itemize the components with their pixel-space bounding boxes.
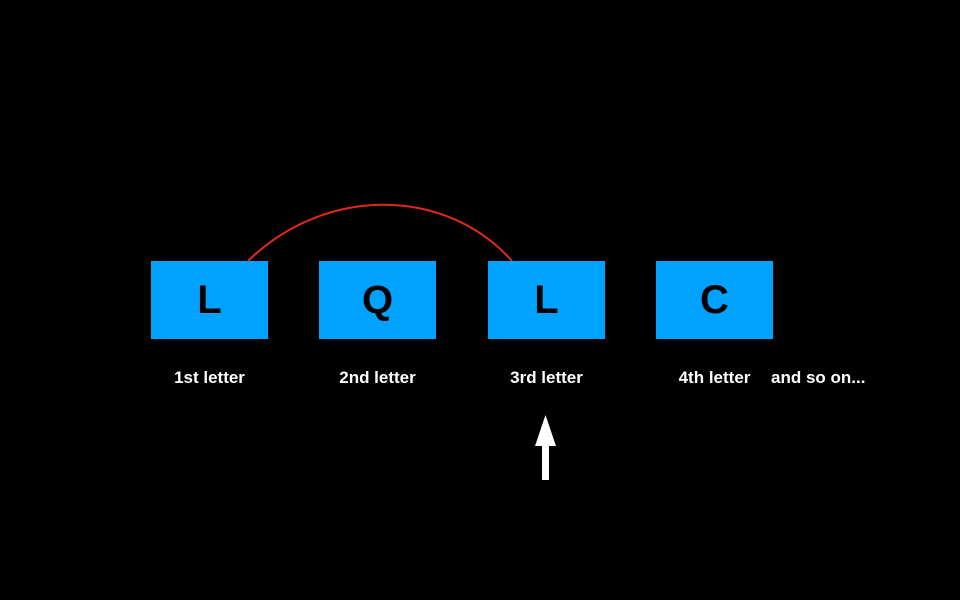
up-arrow-head (535, 415, 556, 446)
letter-box-3: L (488, 261, 605, 339)
letter-box-3-letter: L (534, 278, 559, 322)
up-arrow-icon (535, 415, 556, 480)
letter-caption-4: 4th letter (678, 368, 751, 387)
up-arrow-shaft (542, 440, 549, 480)
letter-box-2: Q (319, 261, 436, 339)
letter-box-4-letter: C (700, 278, 729, 322)
letter-box-1-letter: L (197, 278, 222, 322)
letter-box-1: L (151, 261, 268, 339)
continuation-caption: and so on... (771, 368, 866, 387)
letter-box-4: C (656, 261, 773, 339)
letter-caption-3: 3rd letter (510, 368, 583, 387)
letter-caption-2: 2nd letter (339, 368, 416, 387)
letter-box-2-letter: Q (361, 278, 394, 322)
repeat-connection-arc (247, 203, 513, 262)
letter-caption-1: 1st letter (174, 368, 245, 387)
